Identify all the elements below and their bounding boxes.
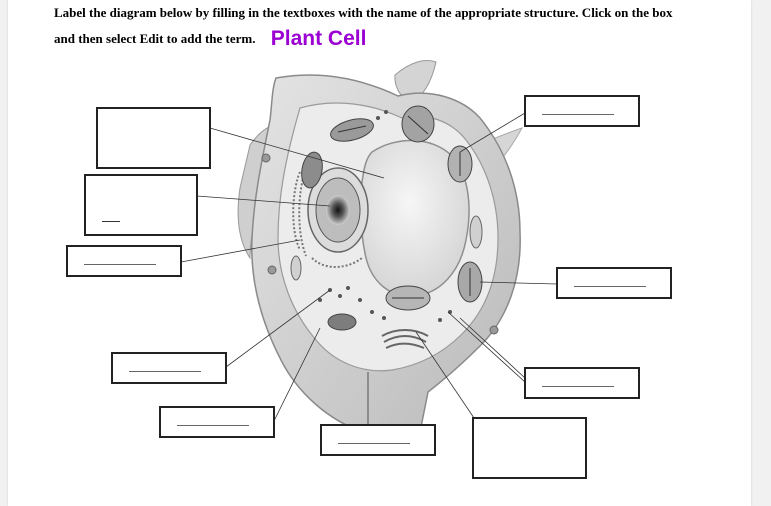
plasmodesmata xyxy=(261,153,499,335)
label-box-8-blank-line xyxy=(542,386,614,387)
label-box-8[interactable] xyxy=(524,367,640,399)
label-box-6-blank-line xyxy=(338,443,410,444)
adjacent-cell-wall-top xyxy=(394,60,437,105)
label-box-6[interactable] xyxy=(320,424,436,456)
label-box-1[interactable] xyxy=(96,107,211,169)
label-box-2[interactable] xyxy=(84,174,198,236)
thylakoid-stacks xyxy=(337,115,471,299)
label-box-5-blank-line xyxy=(177,425,249,426)
rough-er xyxy=(292,167,363,268)
label-box-5[interactable] xyxy=(159,406,275,438)
label-box-3[interactable] xyxy=(66,245,182,277)
label-box-7[interactable] xyxy=(472,417,587,479)
golgi-apparatus xyxy=(381,329,429,349)
mitochondria xyxy=(290,215,483,281)
label-box-10[interactable] xyxy=(524,95,640,127)
instructions: Label the diagram below by filling in th… xyxy=(54,0,734,52)
nucleolus xyxy=(326,195,350,225)
label-box-4-blank-line xyxy=(129,371,201,372)
label-box-4[interactable] xyxy=(111,352,227,384)
label-box-9[interactable] xyxy=(556,267,672,299)
instructions-line-2: and then select Edit to add the term. xyxy=(54,31,256,46)
label-box-3-blank-line xyxy=(84,264,156,265)
leader-lines xyxy=(180,112,558,426)
instructions-line-1: Label the diagram below by filling in th… xyxy=(54,5,673,20)
label-box-2-cursor-mark xyxy=(102,221,120,222)
page-title: Plant Cell xyxy=(270,27,367,50)
label-box-10-blank-line xyxy=(542,114,614,115)
label-box-9-blank-line xyxy=(574,286,646,287)
